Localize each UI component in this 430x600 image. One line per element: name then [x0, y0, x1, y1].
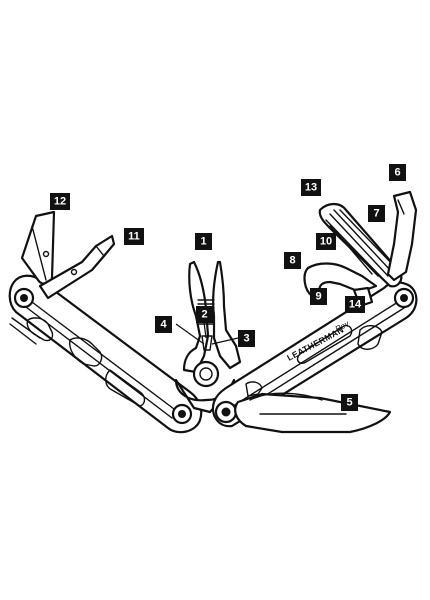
leader-3	[211, 337, 239, 345]
callout-badge-12: 12	[50, 193, 70, 210]
file-texture	[325, 209, 397, 281]
tool-7-file	[318, 202, 403, 288]
svg-text:14: 14	[349, 299, 362, 311]
svg-text:5: 5	[346, 397, 352, 409]
callout-badge-11: 11	[124, 228, 144, 245]
callout-badge-10: 10	[316, 233, 336, 250]
pliers	[174, 260, 242, 414]
callout-badge-13: 13	[301, 179, 321, 196]
svg-text:8: 8	[289, 255, 295, 267]
tool-12-outline	[20, 210, 56, 285]
svg-text:10: 10	[320, 236, 332, 248]
svg-text:1: 1	[200, 236, 206, 248]
leader-lines	[175, 321, 239, 345]
callout-badge-3: 3	[238, 330, 255, 347]
left-bottom-pivot	[171, 403, 193, 425]
svg-text:11: 11	[128, 231, 140, 243]
tool-5-knife	[234, 392, 392, 434]
svg-text:4: 4	[160, 319, 167, 331]
left-handle	[8, 274, 203, 434]
leader-4	[175, 323, 205, 345]
svg-text:7: 7	[373, 208, 379, 220]
svg-text:12: 12	[54, 196, 66, 208]
svg-text:2: 2	[201, 309, 207, 321]
callout-badge-2: 2	[196, 306, 213, 323]
callout-badge-1: 1	[195, 233, 212, 250]
callout-badge-9: 9	[310, 288, 327, 305]
callout-badge-7: 7	[368, 205, 385, 222]
callout-badge-4: 4	[155, 316, 172, 333]
svg-text:13: 13	[305, 182, 317, 194]
callout-badge-6: 6	[389, 164, 406, 181]
right-top-pivot	[393, 287, 415, 309]
right-bottom-pivot	[214, 400, 238, 424]
svg-text:9: 9	[315, 291, 321, 303]
callout-badge-5: 5	[341, 394, 358, 411]
callout-badge-8: 8	[284, 252, 301, 269]
tool-6-hook	[386, 190, 418, 282]
svg-text:6: 6	[394, 167, 400, 179]
leader-2	[203, 321, 207, 339]
left-top-pivot	[13, 287, 35, 309]
callout-badge-14: 14	[345, 296, 365, 313]
tool-11-outline	[38, 234, 116, 300]
svg-text:3: 3	[243, 333, 249, 345]
